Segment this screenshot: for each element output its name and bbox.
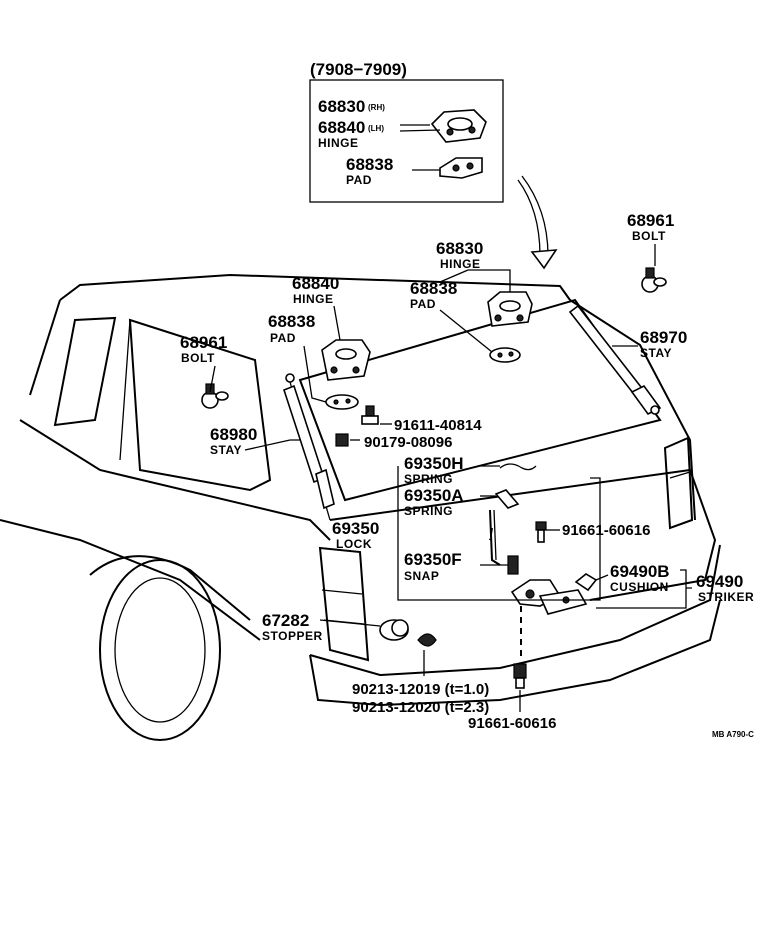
callout-spring-h-label: SPRING bbox=[404, 472, 453, 486]
inset-hinge-lh-side: (LH) bbox=[368, 124, 384, 133]
callout-pad-right-number: 68838 bbox=[410, 279, 457, 298]
hinge-left-part bbox=[321, 339, 371, 381]
callout-shim-2: 90213-12020 (t=2.3) bbox=[352, 699, 489, 716]
cushion-part bbox=[574, 573, 598, 592]
callout-striker-number: 69490 bbox=[696, 572, 743, 591]
hinge-right-part bbox=[487, 291, 533, 327]
inset-title: (7908−7909) bbox=[310, 60, 407, 79]
inset-frame bbox=[309, 79, 504, 203]
leader-lines bbox=[209, 244, 692, 712]
pad-right-part bbox=[489, 347, 521, 363]
callout-bolt-90179: 90179-08096 bbox=[364, 434, 452, 451]
callout-bolt-91611: 91611-40814 bbox=[394, 417, 482, 434]
callout-snap-number: 69350F bbox=[404, 550, 462, 569]
bolt-90179-part bbox=[335, 433, 349, 447]
callout-bolt-left-label: BOLT bbox=[181, 351, 215, 365]
callout-bolt-left-number: 68961 bbox=[180, 333, 227, 352]
callout-hinge-right-label: HINGE bbox=[440, 257, 481, 271]
callout-snap-label: SNAP bbox=[404, 569, 439, 583]
callout-shim-1: 90213-12019 (t=1.0) bbox=[352, 681, 489, 698]
callout-cushion-label: CUSHION bbox=[610, 580, 669, 594]
callout-stay-right-number: 68970 bbox=[640, 328, 687, 347]
screw-lower-part bbox=[513, 663, 527, 689]
callout-spring-a-number: 69350A bbox=[404, 486, 464, 505]
inset-pointer-arrow bbox=[517, 175, 549, 257]
callout-lock-number: 69350 bbox=[332, 519, 379, 538]
callout-stay-left-label: STAY bbox=[210, 443, 242, 457]
callout-striker-label: STRIKER bbox=[698, 590, 754, 604]
rod-axis-line bbox=[489, 527, 493, 541]
callout-spring-a-label: SPRING bbox=[404, 504, 453, 518]
snap-part bbox=[507, 555, 519, 575]
lock-striker-part bbox=[510, 579, 588, 615]
inset-pad-number: 68838 bbox=[346, 155, 393, 174]
callout-stay-left-number: 68980 bbox=[210, 425, 257, 444]
inset-hinge-lh-number: 68840 bbox=[318, 118, 365, 137]
reference-code: MB A790-C bbox=[712, 730, 754, 739]
inset-pad-label: PAD bbox=[346, 173, 372, 187]
rod-part bbox=[489, 509, 501, 566]
inset-hinge-label: HINGE bbox=[318, 136, 359, 150]
callout-stopper-number: 67282 bbox=[262, 611, 309, 630]
spring-a-part bbox=[494, 489, 520, 509]
shim-part bbox=[417, 633, 437, 647]
inset-hinge-rh-number: 68830 bbox=[318, 97, 365, 116]
stay-right-part bbox=[568, 304, 662, 416]
bolt-right-part bbox=[641, 267, 667, 293]
inset-hinge-drawing bbox=[399, 109, 487, 143]
callout-pad-right-label: PAD bbox=[410, 297, 436, 311]
callout-cushion-number: 69490B bbox=[610, 562, 670, 581]
callout-hinge-right-number: 68830 bbox=[436, 239, 483, 258]
callout-hinge-left-label: HINGE bbox=[293, 292, 334, 306]
vehicle-body bbox=[0, 273, 721, 741]
callout-bolt-right-label: BOLT bbox=[632, 229, 666, 243]
bolt-91611-part bbox=[361, 405, 379, 425]
callout-pad-left-number: 68838 bbox=[268, 312, 315, 331]
callout-lock-label: LOCK bbox=[336, 537, 372, 551]
callout-hinge-left-number: 68840 bbox=[292, 274, 339, 293]
screw-upper-part bbox=[535, 521, 547, 543]
spring-h-part bbox=[499, 463, 537, 471]
callout-pad-left-label: PAD bbox=[270, 331, 296, 345]
bolt-left-part bbox=[201, 383, 229, 409]
callout-stay-right-label: STAY bbox=[640, 346, 672, 360]
stopper-part bbox=[379, 619, 409, 641]
stay-left-part bbox=[283, 373, 335, 510]
pad-left-part bbox=[325, 394, 359, 410]
inset-pad-drawing bbox=[412, 157, 483, 179]
inset-hinge-rh-side: (RH) bbox=[368, 103, 385, 112]
callout-screw-upper: 91661-60616 bbox=[562, 522, 650, 539]
callout-stopper-label: STOPPER bbox=[262, 629, 323, 643]
callout-spring-h-number: 69350H bbox=[404, 454, 464, 473]
inset-box: (7908−7909) 68830 (RH) 68840 (LH) HINGE … bbox=[309, 60, 504, 203]
callout-bolt-right-number: 68961 bbox=[627, 211, 674, 230]
arrow-head bbox=[530, 249, 558, 270]
callout-screw-lower: 91661-60616 bbox=[468, 715, 556, 732]
